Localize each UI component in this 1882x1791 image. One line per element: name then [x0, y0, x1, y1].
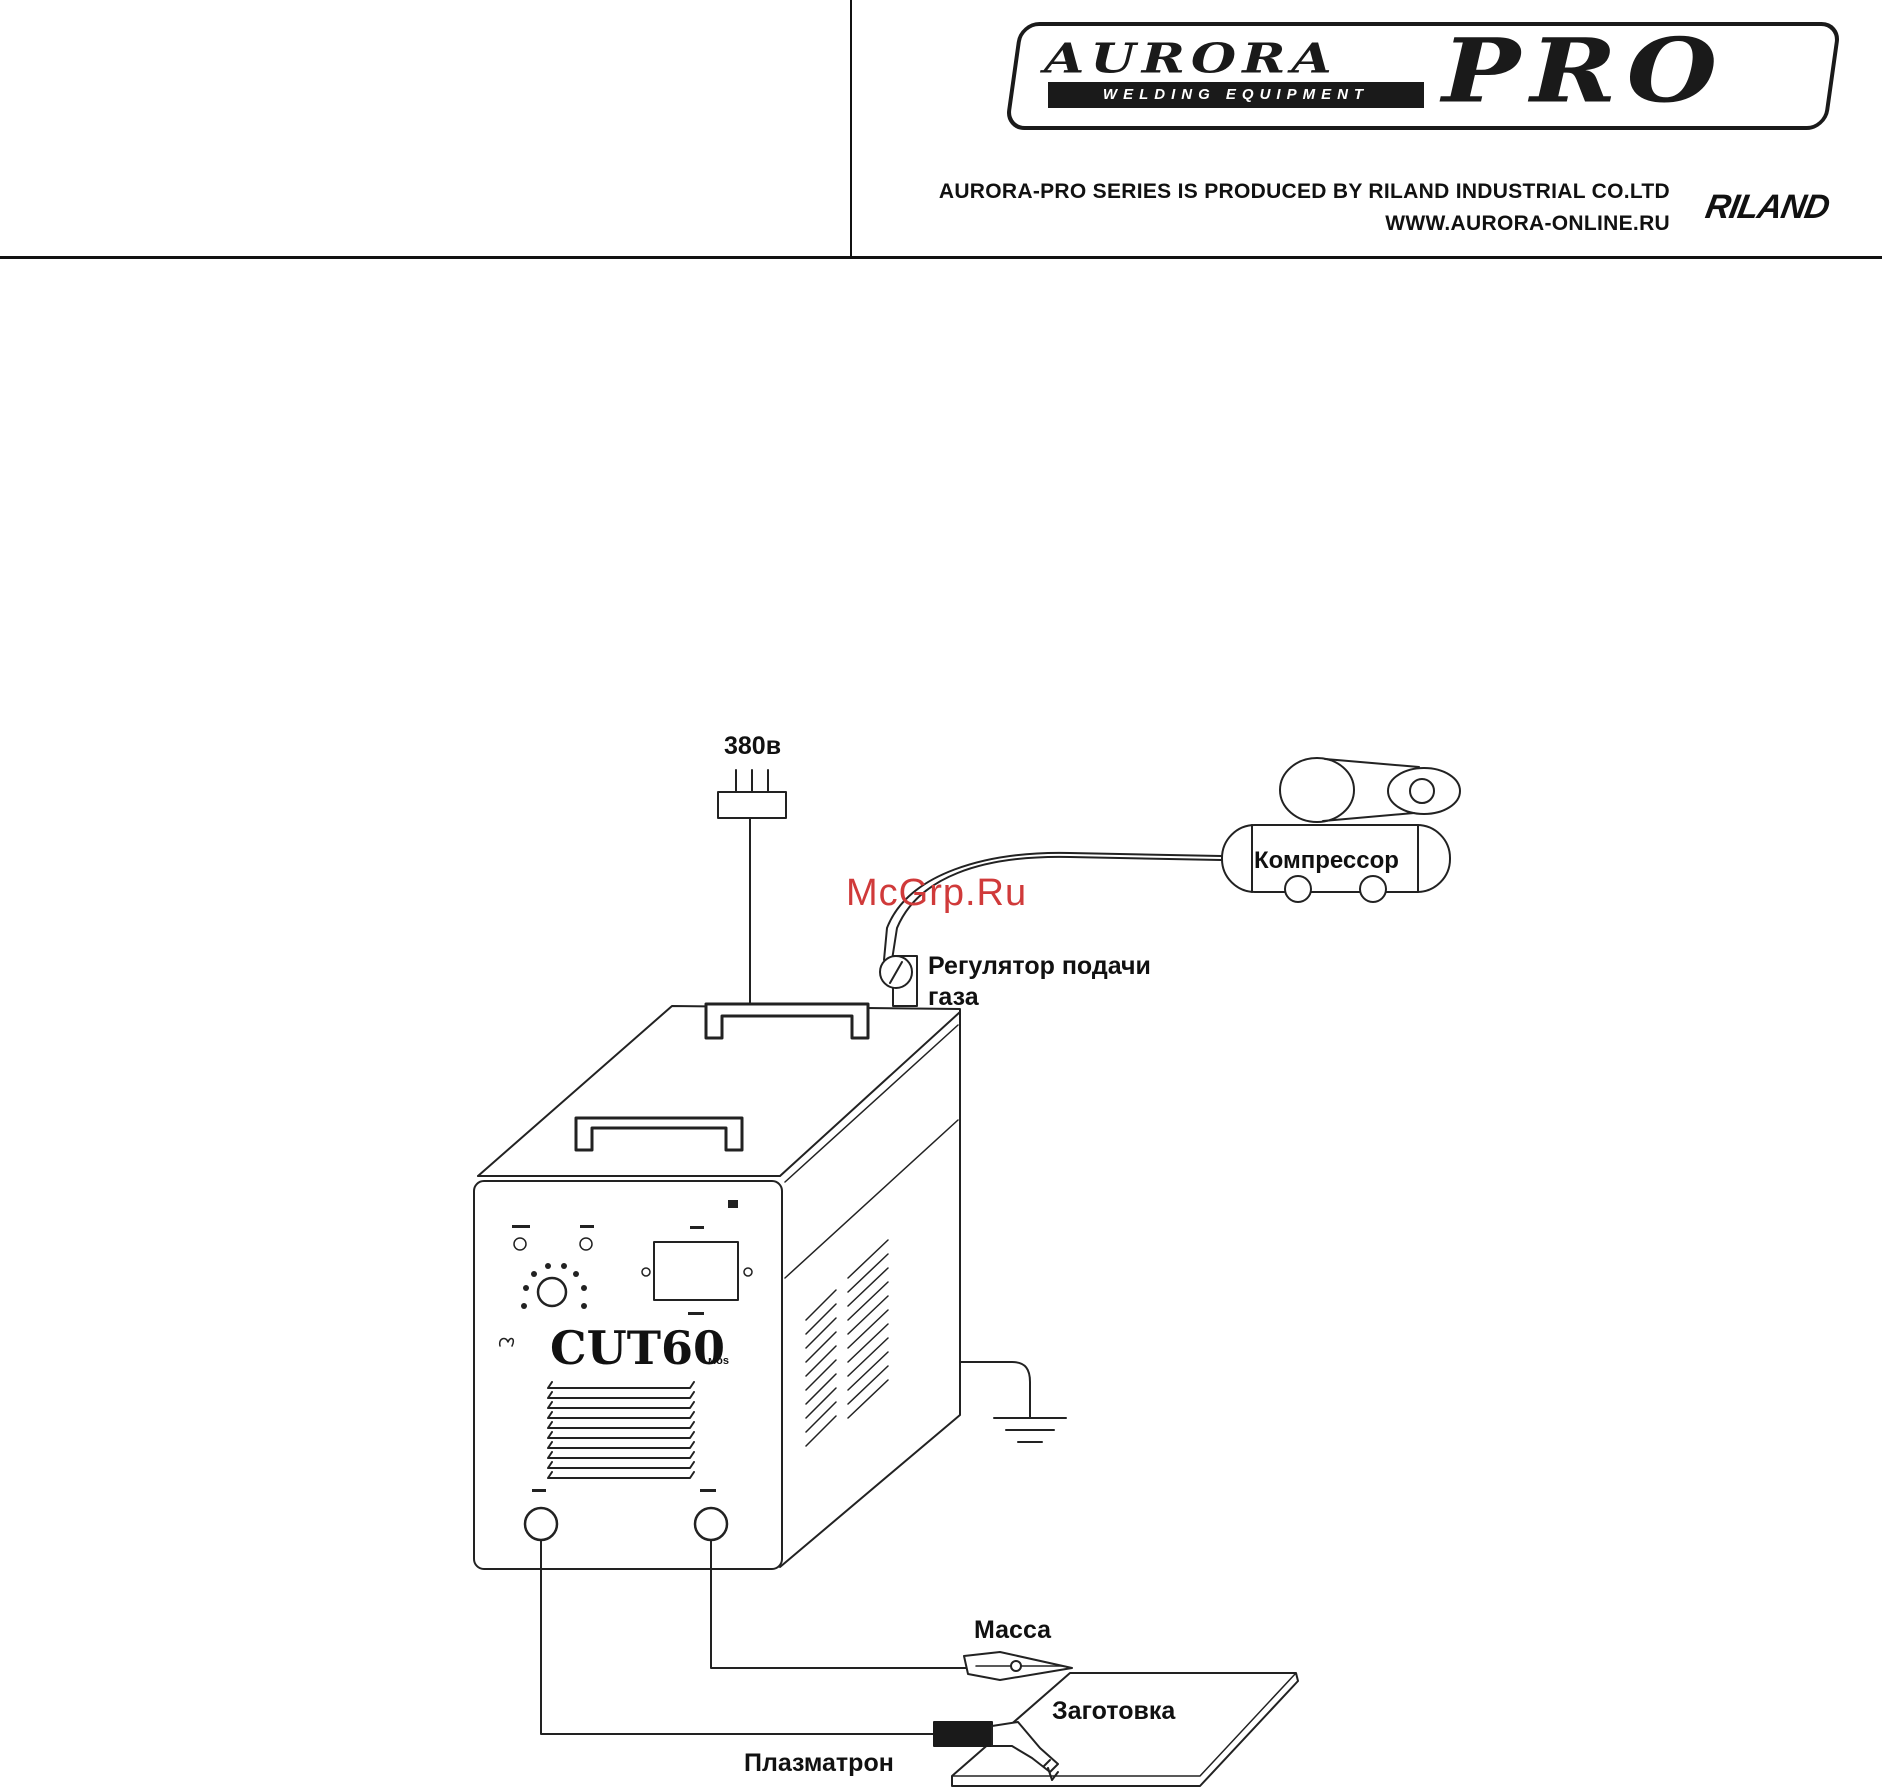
workpiece-label: Заготовка: [1052, 1697, 1175, 1726]
compressor: [1222, 758, 1460, 902]
side-vents: [806, 1240, 888, 1446]
ground-clamp-label: Масса: [974, 1616, 1051, 1645]
watermark: McGrp.Ru: [846, 872, 1027, 915]
plasma-torch-label: Плазматрон: [744, 1749, 894, 1778]
voltage-label: 380в: [724, 732, 781, 761]
cutting-machine: [474, 1004, 960, 1569]
gas-regulator-label: Регулятор подачи газа: [928, 951, 1188, 1013]
compressor-label: Компрессор: [1254, 847, 1399, 875]
machine-model-suffix: мos: [708, 1355, 729, 1367]
ground-symbol: [960, 1362, 1066, 1442]
gas-regulator: [880, 956, 917, 1006]
machine-model: CUT60: [550, 1321, 725, 1375]
ground-clamp: [964, 1652, 1072, 1680]
power-plug: [718, 770, 786, 818]
